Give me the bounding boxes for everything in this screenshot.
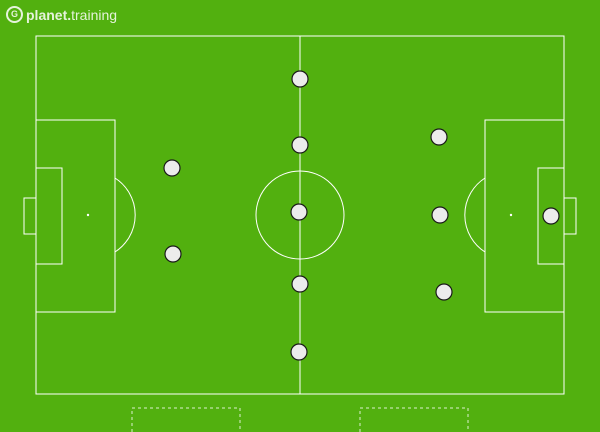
- left-goal: [23, 197, 37, 235]
- right-goal: [563, 197, 577, 235]
- left-goal-area: [35, 167, 63, 265]
- players-layer: [163, 70, 560, 361]
- player-marker-p8[interactable]: [430, 128, 448, 146]
- player-marker-p7[interactable]: [164, 245, 182, 263]
- right-penalty-arc: [464, 177, 486, 253]
- right-substitutes-zone: [359, 407, 469, 432]
- player-marker-p3[interactable]: [290, 203, 308, 221]
- logo-mark-icon: G: [6, 6, 23, 23]
- player-marker-p5[interactable]: [290, 343, 308, 361]
- left-penalty-spot: [86, 213, 90, 217]
- player-marker-p4[interactable]: [291, 275, 309, 293]
- logo-word-rest: training: [71, 6, 118, 23]
- player-marker-p6[interactable]: [163, 159, 181, 177]
- right-penalty-spot: [509, 213, 513, 217]
- player-marker-p2[interactable]: [291, 136, 309, 154]
- centre-circle: [255, 170, 345, 260]
- player-marker-p9[interactable]: [431, 206, 449, 224]
- left-penalty-arc: [114, 177, 136, 253]
- player-marker-p11[interactable]: [542, 207, 560, 225]
- left-substitutes-zone: [131, 407, 241, 432]
- planet-training-logo: G planet. training: [6, 6, 117, 23]
- logo-word-bold: planet.: [26, 6, 72, 23]
- player-marker-p10[interactable]: [435, 283, 453, 301]
- left-penalty-area: [35, 119, 116, 313]
- player-marker-p1[interactable]: [291, 70, 309, 88]
